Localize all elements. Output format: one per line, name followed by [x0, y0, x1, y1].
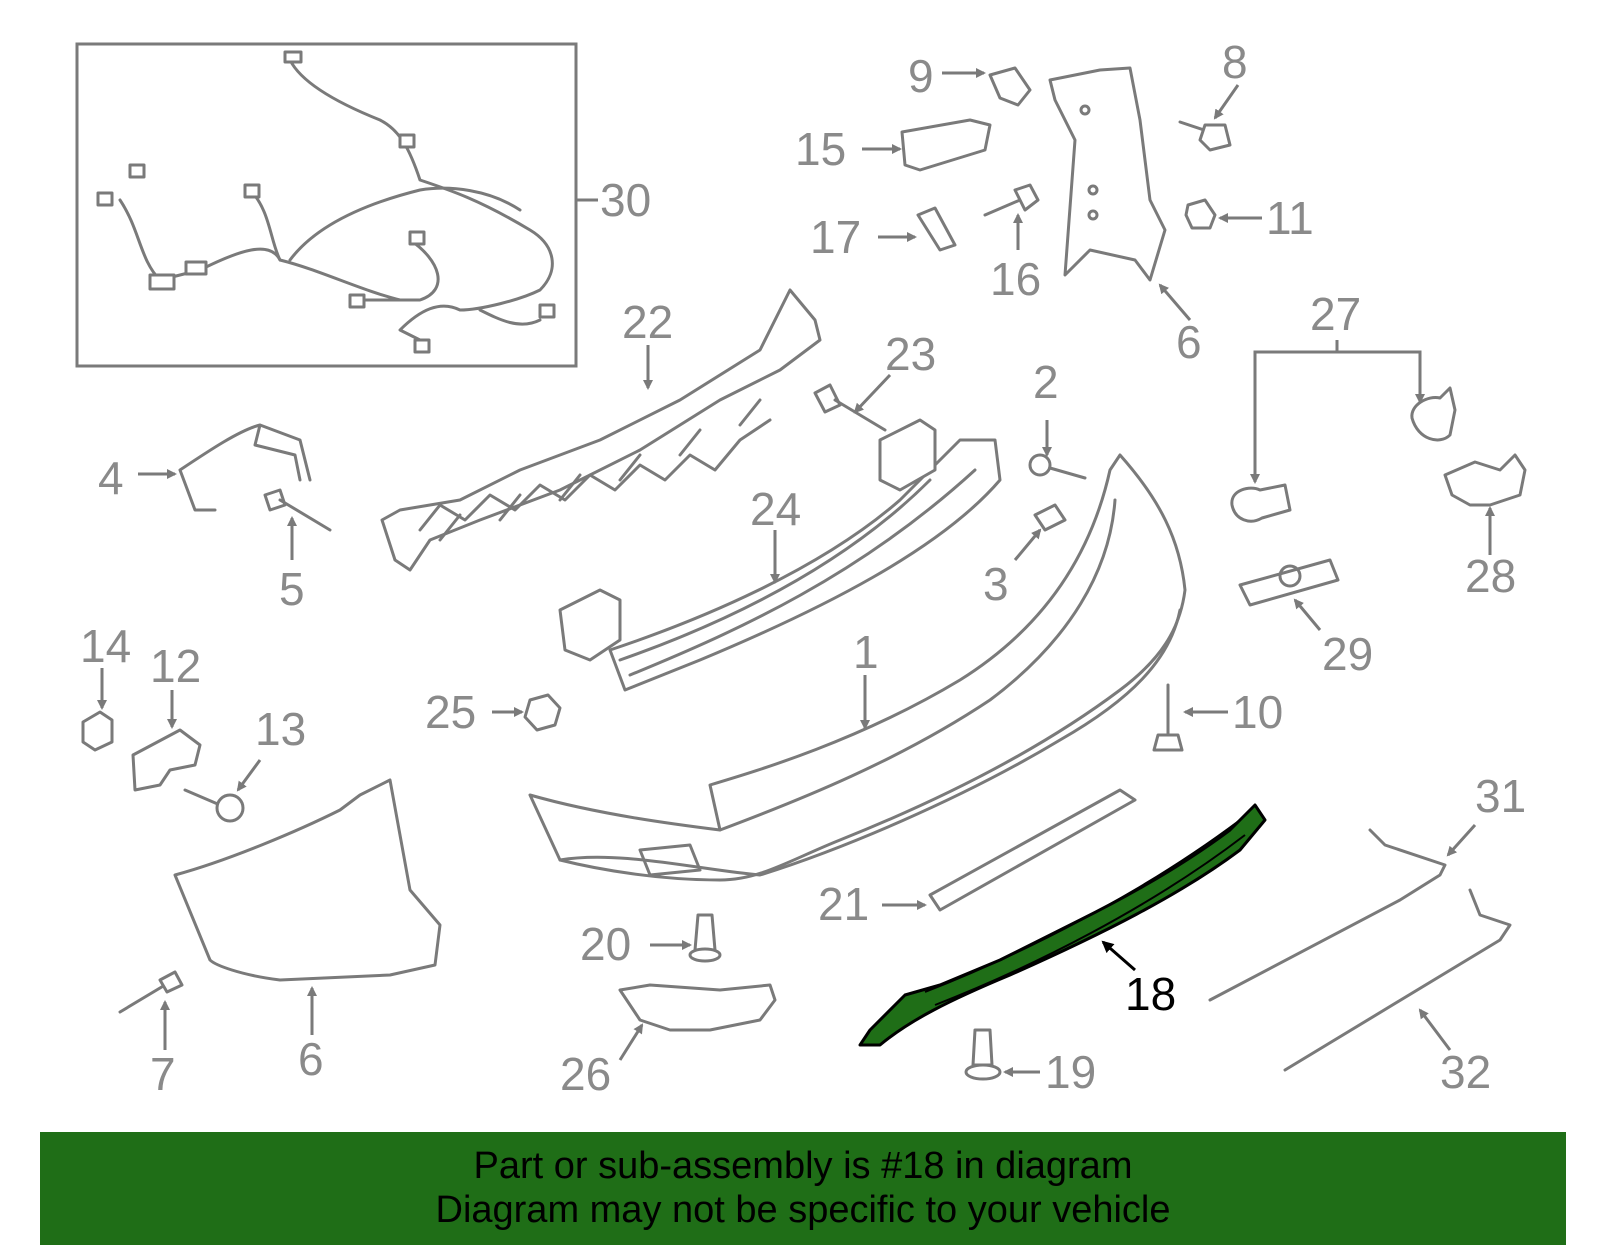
callout-17: 17 — [810, 211, 861, 263]
bracket-6-upper-part — [1048, 66, 1167, 282]
nut-25-part — [523, 693, 562, 732]
callout-14: 14 — [80, 620, 131, 672]
callout-29: 29 — [1322, 628, 1373, 680]
sensor-27-left-part — [1230, 483, 1292, 523]
callout-15: 15 — [795, 123, 846, 175]
info-banner: Part or sub-assembly is #18 in diagram D… — [40, 1132, 1566, 1245]
bolt-8-part — [1178, 120, 1232, 152]
banner-line-1: Part or sub-assembly is #18 in diagram — [473, 1145, 1133, 1187]
bracket-4-part — [178, 423, 312, 512]
callout-32: 32 — [1440, 1046, 1491, 1098]
pushpin-20-part — [688, 913, 722, 963]
wiring-harness-inset — [75, 42, 578, 368]
callout-27: 27 — [1310, 288, 1361, 340]
callout-24: 24 — [750, 483, 801, 535]
pin-5-part — [263, 488, 332, 532]
clip-11-part — [1184, 198, 1217, 230]
parts-diagram: 1 2 3 4 5 6 6 7 8 9 10 11 12 13 14 15 16… — [75, 36, 1527, 1100]
bumper-reinforcement-part — [608, 438, 1002, 692]
callout-4: 4 — [98, 452, 124, 504]
callout-19: 19 — [1045, 1046, 1096, 1098]
trim-strip-31-part — [1208, 828, 1447, 1002]
bracket-12-part — [131, 728, 202, 792]
callout-9: 9 — [908, 50, 934, 102]
callout-25: 25 — [425, 686, 476, 738]
bracket-15-part — [900, 118, 992, 172]
callout-13: 13 — [255, 703, 306, 755]
bumper-cover-part — [528, 453, 1187, 882]
bolt-2-part — [1028, 453, 1087, 480]
callout-3: 3 — [983, 558, 1009, 610]
bolt-16-part — [983, 183, 1040, 217]
pin-7-part — [118, 970, 184, 1014]
sensor-bracket-28-part — [1443, 453, 1527, 507]
bracket-29-part — [1238, 558, 1340, 607]
clip-9-part — [988, 66, 1032, 107]
callout-7: 7 — [150, 1048, 176, 1100]
callout-20: 20 — [580, 918, 631, 970]
clip-14-part — [81, 710, 114, 752]
callout-26: 26 — [560, 1048, 611, 1100]
banner-line-2: Diagram may not be specific to your vehi… — [435, 1189, 1171, 1231]
callout-2: 2 — [1033, 356, 1059, 408]
sensor-27-right-part — [1410, 386, 1457, 442]
energy-absorber-part — [380, 288, 822, 572]
trim-strip-32-part — [1283, 888, 1512, 1072]
callout-21: 21 — [818, 878, 869, 930]
callout-6-lower: 6 — [298, 1033, 324, 1085]
callout-22: 22 — [622, 296, 673, 348]
strip-21-part — [928, 788, 1137, 912]
callout-1: 1 — [853, 626, 879, 678]
callout-10: 10 — [1232, 686, 1283, 738]
callout-31: 31 — [1475, 770, 1526, 822]
callout-30: 30 — [600, 174, 651, 226]
callout-16: 16 — [990, 253, 1041, 305]
callout-18: 18 — [1125, 968, 1176, 1020]
bolt-23-part — [813, 383, 887, 432]
callout-12: 12 — [150, 640, 201, 692]
pushpin-19-part — [964, 1028, 1002, 1081]
reflector-26-part — [618, 983, 777, 1032]
bolt-13-part — [183, 788, 245, 823]
clip-17-part — [916, 206, 957, 252]
callout-5: 5 — [279, 563, 305, 615]
callout-6-upper: 6 — [1176, 316, 1202, 368]
callout-28: 28 — [1465, 550, 1516, 602]
callout-23: 23 — [885, 328, 936, 380]
bolt-10-part — [1152, 683, 1184, 752]
callout-8: 8 — [1222, 36, 1248, 88]
clip-3-part — [1033, 503, 1067, 532]
callout-11: 11 — [1266, 192, 1314, 244]
valance-6-lower-part — [173, 778, 442, 982]
